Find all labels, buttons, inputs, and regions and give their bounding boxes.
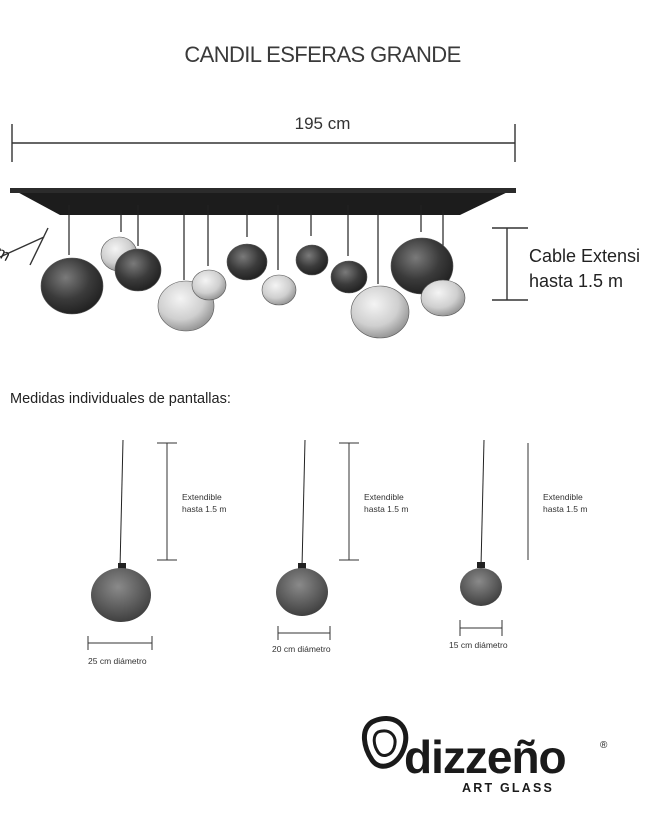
cable-extension-label: Cable Extensi hasta 1.5 m: [529, 244, 640, 294]
shade-1-extend-line2: hasta 1.5 m: [182, 504, 227, 514]
overall-width-label: 195 cm: [294, 114, 351, 133]
shade-3-extend-line1: Extendible: [543, 492, 583, 502]
width-dimension-line: [11, 124, 516, 162]
section-heading: Medidas individuales de pantallas:: [10, 391, 231, 407]
shade-20cm-drawing: [276, 439, 359, 640]
shade-25cm-drawing: [87, 439, 177, 650]
brand-mark-icon: [362, 715, 409, 769]
page-title: CANDIL ESFERAS GRANDE: [184, 42, 461, 67]
shade-3-extend-line2: hasta 1.5 m: [543, 504, 588, 514]
brand-tagline: ART GLASS: [462, 781, 555, 795]
shade-2-extend-line1: Extendible: [364, 492, 404, 502]
ceiling-bar: [10, 188, 516, 215]
brand-name: dizzeño: [404, 731, 567, 783]
shade-2-extend-label: Extendible hasta 1.5 m: [364, 491, 408, 515]
cable-label-line1: Cable Extensi: [529, 246, 641, 266]
cable-label-line2: hasta 1.5 m: [529, 271, 624, 291]
shade-3-diameter: 15 cm diámetro: [449, 640, 508, 650]
cable-height-dimension: [492, 227, 528, 301]
shade-1-extend-label: Extendible hasta 1.5 m: [182, 491, 226, 515]
shade-3-extend-label: Extendible hasta 1.5 m: [543, 491, 587, 515]
shade-2-diameter: 20 cm diámetro: [272, 644, 331, 654]
shade-15cm-drawing: [459, 439, 529, 636]
pendant-shades: [40, 236, 466, 339]
brand-registered-mark: ®: [600, 740, 608, 751]
shade-1-extend-line1: Extendible: [182, 492, 222, 502]
depth-dimension-line: [0, 227, 49, 266]
shade-2-extend-line2: hasta 1.5 m: [364, 504, 409, 514]
shade-1-diameter: 25 cm diámetro: [88, 656, 147, 666]
